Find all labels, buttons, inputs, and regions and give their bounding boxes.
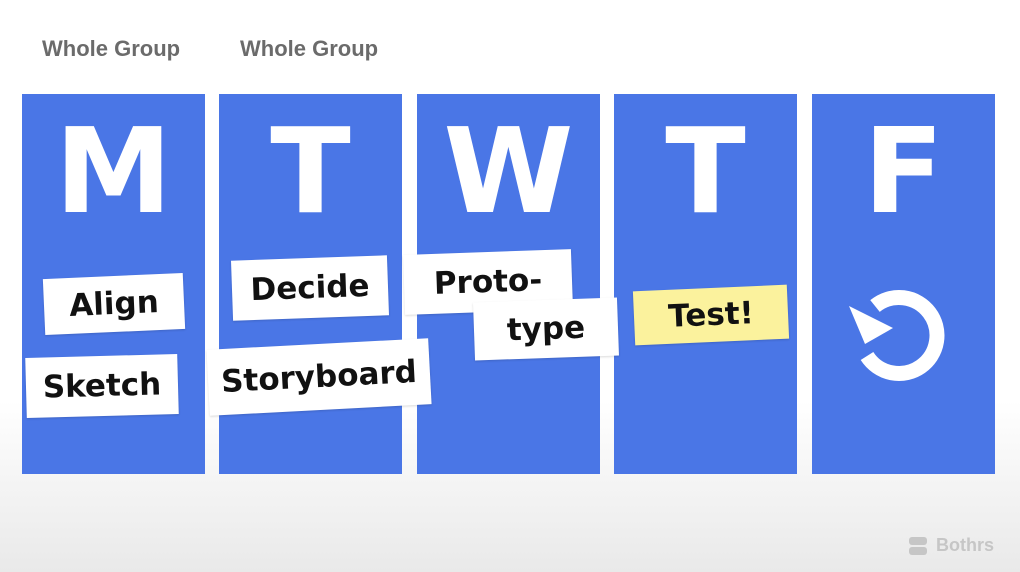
day-letter-thursday: T (665, 102, 746, 240)
day-letter-tuesday: T (270, 102, 351, 240)
card-type: type (473, 297, 619, 361)
brand-watermark: Bothrs (908, 535, 994, 556)
card-sketch: Sketch (25, 354, 179, 418)
day-column-thursday (614, 94, 797, 474)
day-column-friday (812, 94, 995, 474)
brand-name: Bothrs (936, 535, 994, 555)
day-letter-friday: F (863, 102, 944, 240)
redo-icon (849, 289, 945, 381)
card-decide: Decide (231, 255, 389, 321)
day-letter-wednesday: W (443, 102, 574, 240)
card-test: Test! (632, 284, 790, 346)
day-letter-monday: M (54, 102, 173, 240)
group-label-monday: Whole Group (42, 36, 181, 61)
bothrs-logo-icon (909, 536, 927, 555)
group-label-tuesday: Whole Group (240, 36, 379, 61)
card-align: Align (42, 272, 186, 336)
card-storyboard: Storyboard (206, 338, 432, 416)
